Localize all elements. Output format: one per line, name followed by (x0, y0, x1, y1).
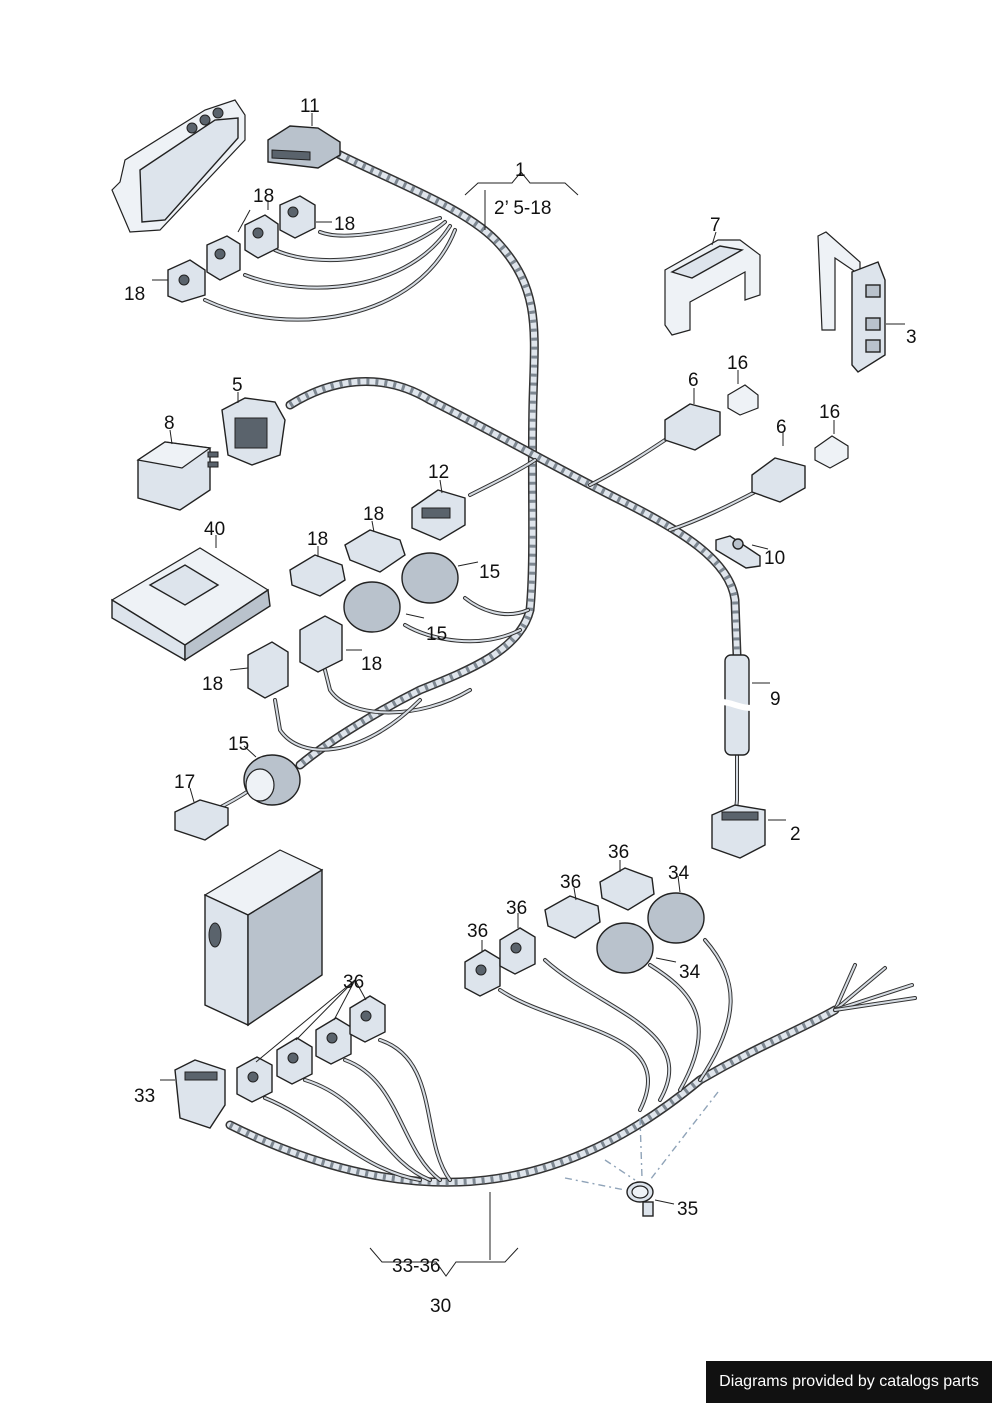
callout-8: 8 (164, 413, 175, 434)
footer-credit-badge: Diagrams provided by catalogs parts (706, 1361, 992, 1403)
callout-15-c: 15 (228, 734, 249, 755)
callout-33: 33 (134, 1086, 155, 1107)
callout-5: 5 (232, 375, 243, 396)
callout-34-a: 34 (668, 863, 690, 884)
callout-36-a: 36 (608, 842, 629, 863)
leader-lines (152, 113, 905, 1277)
callout-18-f: 18 (361, 654, 382, 675)
part-5-connector (221, 397, 286, 466)
callout-36-e: 36 (343, 972, 364, 993)
callout-16-a: 16 (727, 353, 748, 374)
part-30-control-unit (203, 849, 324, 1027)
callout-35: 35 (677, 1199, 698, 1220)
footer-credit-text: Diagrams provided by catalogs parts (719, 1373, 979, 1390)
part-35-clip (626, 1181, 654, 1217)
part-36-connectors (236, 867, 655, 1103)
callout-36-c: 36 (506, 898, 527, 919)
part-8-relay (136, 441, 219, 511)
callout-7: 7 (710, 215, 721, 236)
callout-40: 40 (204, 519, 225, 540)
callout-30-range: 33-36 (392, 1256, 441, 1277)
part-3-bracket (817, 231, 886, 373)
callout-3: 3 (906, 327, 917, 348)
part-12-connector (411, 489, 466, 541)
part-18-connectors-upper (167, 195, 316, 303)
part-11-control-unit (111, 99, 341, 233)
callout-18-d: 18 (363, 504, 384, 525)
main-harness-lower (225, 938, 917, 1191)
part-9-sleeve (711, 654, 762, 756)
part-10-clip (715, 535, 761, 569)
callout-18-e: 18 (307, 529, 328, 550)
callout-numbers: 11 1 2’ 5-18 18 18 18 7 3 5 16 6 8 16 6 … (124, 96, 917, 1317)
callout-15-a: 15 (479, 562, 500, 583)
part-6-16-connectors (664, 384, 849, 503)
callout-1-range: 2’ 5-18 (494, 198, 551, 219)
callout-12: 12 (428, 462, 449, 483)
part-17-connector (174, 799, 229, 841)
part-15-boots (243, 552, 459, 806)
callout-10: 10 (764, 548, 785, 569)
callout-34-b: 34 (679, 962, 701, 983)
callout-36-b: 36 (560, 872, 581, 893)
callout-18-c: 18 (124, 284, 145, 305)
part-2-connector (711, 804, 766, 859)
callout-18-b: 18 (334, 214, 355, 235)
callout-9: 9 (770, 689, 781, 710)
callout-18-a: 18 (253, 186, 274, 207)
part-7-cover (664, 239, 761, 336)
callout-15-b: 15 (426, 624, 447, 645)
part-33-connector (174, 1059, 226, 1129)
callout-17: 17 (174, 772, 195, 793)
callout-16-b: 16 (819, 402, 840, 423)
callout-36-d: 36 (467, 921, 488, 942)
callout-6-a: 6 (688, 370, 699, 391)
part-18-connectors-middle (247, 529, 406, 699)
callout-2: 2 (790, 824, 801, 845)
callout-11: 11 (300, 96, 320, 117)
part-34-boots (596, 892, 705, 974)
callout-18-g: 18 (202, 674, 223, 695)
callout-1: 1 (515, 160, 526, 181)
part-40-module (110, 547, 271, 662)
callout-6-b: 6 (776, 417, 787, 438)
callout-30: 30 (430, 1296, 451, 1317)
main-harness-upper (203, 145, 757, 822)
